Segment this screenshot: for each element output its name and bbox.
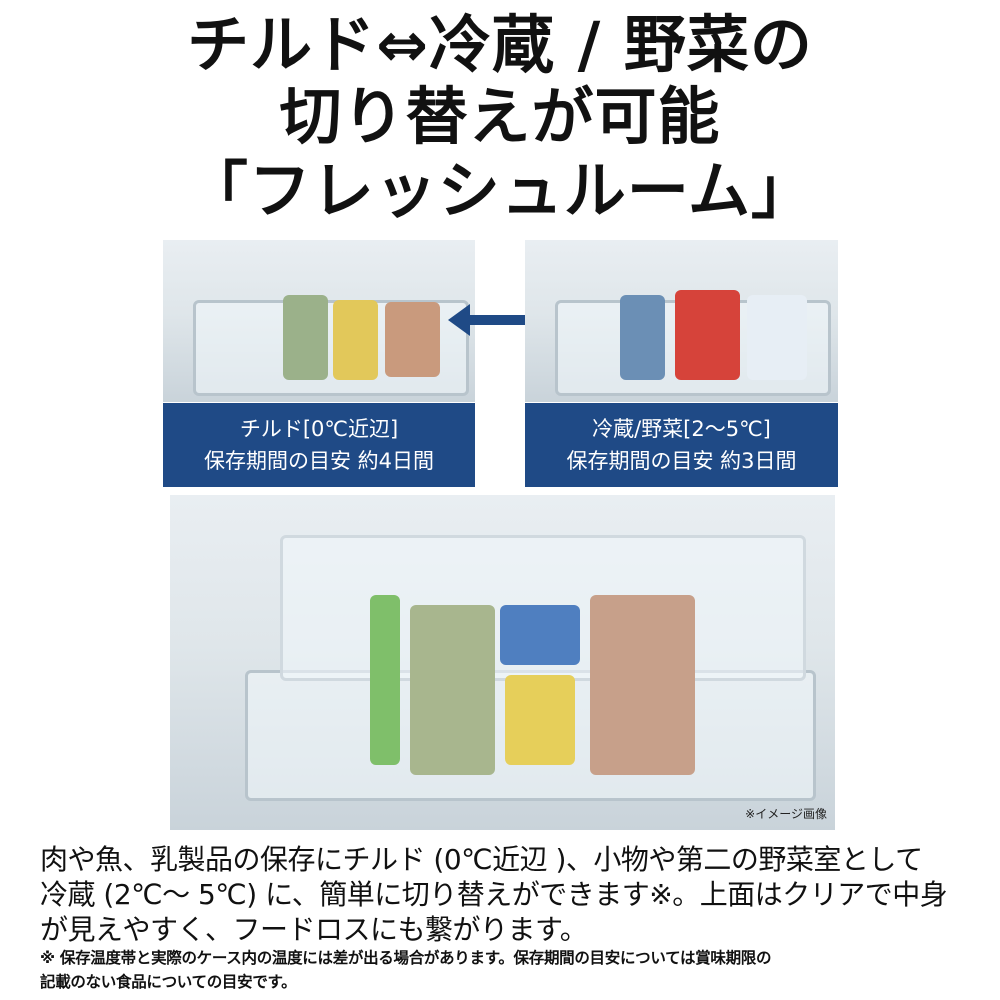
headline-line-3: 「フレッシュルーム」 <box>185 154 815 227</box>
food-item <box>675 290 740 380</box>
food-item <box>333 300 378 380</box>
image-caption: ※イメージ画像 <box>745 807 827 821</box>
food-item <box>590 595 695 775</box>
mode-storage-period: 保存期間の目安 約4日間 <box>203 449 435 473</box>
food-item <box>385 302 440 377</box>
mode-temperature: チルド[0℃近辺] <box>239 417 399 441</box>
food-item <box>747 295 807 380</box>
food-item <box>620 295 665 380</box>
description-line-2: 冷蔵 (2℃～ 5℃) に、簡単に切り替えができます※。上面はクリアで中身 <box>40 878 948 911</box>
fresh-room-photo: ※イメージ画像 <box>170 495 835 830</box>
refrigerated-mode-photo <box>525 240 838 402</box>
refrigerated-mode-label: 冷蔵/野菜[2～5℃] 保存期間の目安 約3日間 <box>525 403 838 487</box>
headline-line-1: チルド⇔冷蔵 / 野菜の <box>187 8 813 81</box>
food-item <box>505 675 575 765</box>
double-arrow-icon <box>448 304 556 336</box>
footnote-line-2: 記載のない食品についての目安です。 <box>40 973 297 991</box>
food-item <box>283 295 328 380</box>
chilled-mode-label: チルド[0℃近辺] 保存期間の目安 約4日間 <box>163 403 475 487</box>
description-line-1: 肉や魚、乳製品の保存にチルド (0℃近辺 )、小物や第二の野菜室として <box>40 843 923 876</box>
food-item <box>500 605 580 665</box>
mode-storage-period: 保存期間の目安 約3日間 <box>566 449 797 473</box>
description-line-3: が見えやすく、フードロスにも繋がります。 <box>40 913 588 946</box>
headline-line-2: 切り替えが可能 <box>279 80 721 153</box>
food-item <box>410 605 495 775</box>
footnote-line-1: ※ 保存温度帯と実際のケース内の温度には差が出る場合があります。保存期間の目安に… <box>40 949 772 967</box>
chilled-mode-photo <box>163 240 475 402</box>
food-item <box>370 595 400 765</box>
mode-temperature: 冷蔵/野菜[2～5℃] <box>592 417 771 441</box>
